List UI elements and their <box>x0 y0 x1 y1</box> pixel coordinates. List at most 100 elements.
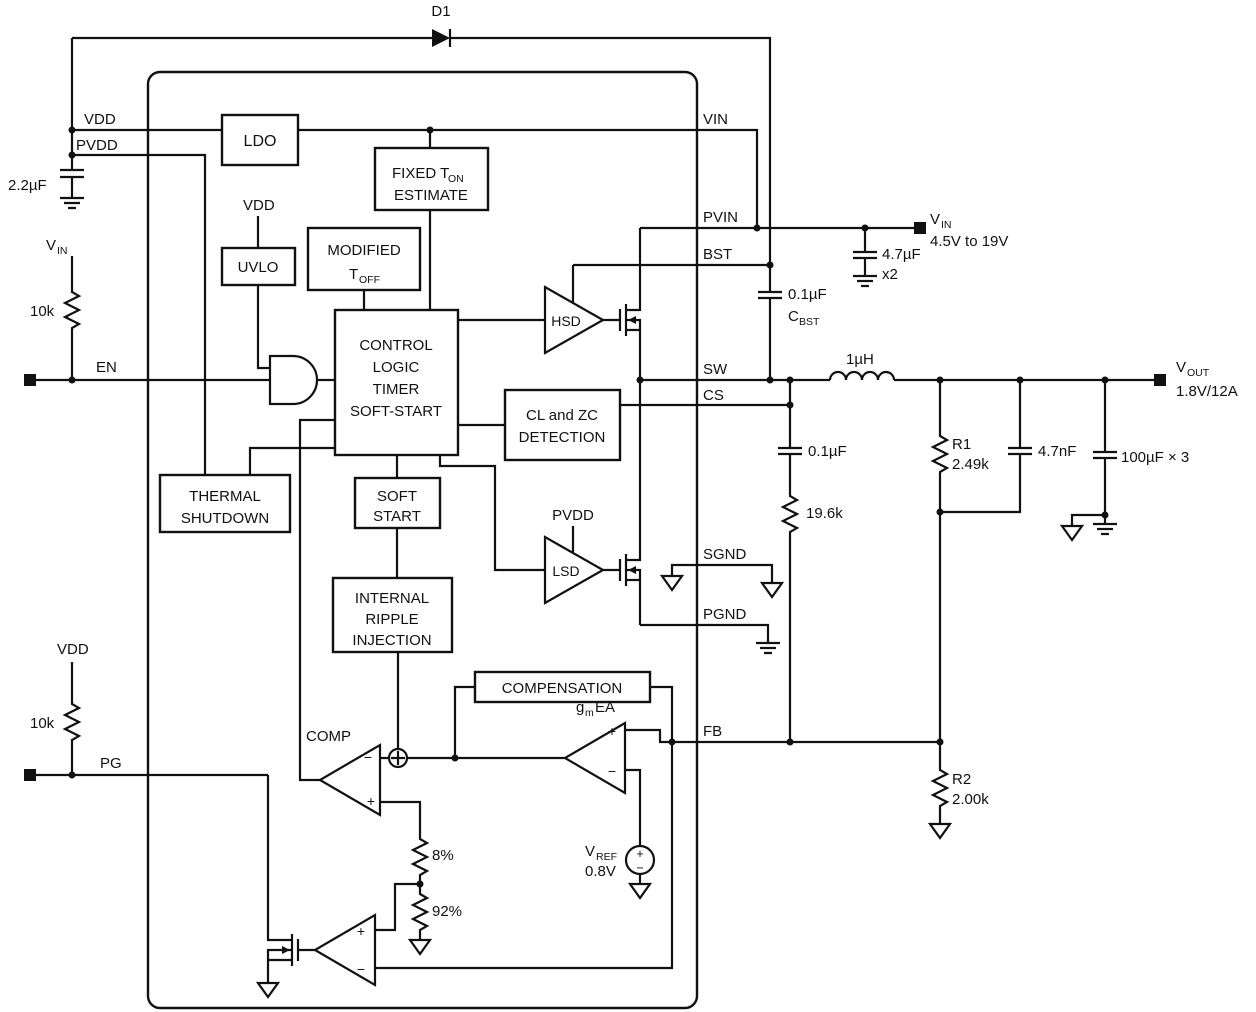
block-soft-start <box>353 476 442 530</box>
pg-comparator <box>312 913 377 987</box>
clzc-line1: CL and ZC <box>526 407 598 424</box>
vref-source <box>624 844 656 876</box>
vout-sub: OUT <box>1187 367 1210 379</box>
cbst-sub: BST <box>799 316 820 328</box>
resistor-92pct <box>410 890 430 934</box>
resistor-10k-bottom <box>62 700 82 744</box>
ground-vout <box>1059 524 1085 542</box>
block-ripple-injection <box>331 576 454 654</box>
resistor-8pct <box>410 835 430 879</box>
ground-2u2 <box>60 196 84 210</box>
ripple-line3: INJECTION <box>352 632 431 649</box>
vref-value: 0.8V <box>585 863 616 880</box>
en-pad <box>24 374 36 386</box>
block-uvlo <box>220 246 297 287</box>
pvdd-rail-label: PVDD <box>76 137 118 154</box>
gm-plus-sign: + <box>608 723 616 739</box>
cbst-value-label: 0.1µF <box>788 286 827 303</box>
hsd-driver <box>543 285 606 355</box>
ground-cout <box>1093 522 1117 536</box>
capacitor-01uf <box>778 446 802 456</box>
compensation-label: COMPENSATION <box>502 680 623 697</box>
pg-pad <box>24 769 36 781</box>
soft-line2: START <box>373 508 421 525</box>
ground-4u7 <box>853 274 877 288</box>
pgcmp-minus-sign: − <box>357 961 365 977</box>
and-gate <box>268 354 319 406</box>
vin-ext-label: V <box>930 211 940 228</box>
r1-label: R1 <box>952 436 971 453</box>
ground-r2 <box>927 822 953 840</box>
pct92-label: 92% <box>432 903 462 920</box>
diode-d1 <box>432 29 452 47</box>
c4u7-qty-label: x2 <box>882 266 898 283</box>
r19k6-label: 19.6k <box>806 505 843 522</box>
capacitor-cout <box>1093 450 1117 460</box>
c4u7-label: 4.7µF <box>882 246 921 263</box>
gm-label-g: g <box>576 699 584 716</box>
ground-pg-fet <box>255 981 281 999</box>
gm-label-ea: EA <box>595 699 615 716</box>
block-cl-zc-detection <box>503 388 622 462</box>
fixed-ton-sub: ON <box>448 173 464 185</box>
uvlo-label: UVLO <box>238 259 279 276</box>
toff-sub: OFF <box>359 274 380 286</box>
ripple-line2: RIPPLE <box>365 611 418 628</box>
c01-label: 0.1µF <box>808 443 847 460</box>
cap-2u2-label: 2.2µF <box>8 177 47 194</box>
hsd-label: HSD <box>551 313 581 329</box>
vref-label: V <box>585 843 595 860</box>
thermal-line1: THERMAL <box>189 488 261 505</box>
vref-minus-sign: − <box>636 861 643 875</box>
block-ldo <box>220 113 300 167</box>
summing-node <box>387 747 409 769</box>
capacitor-cbst <box>758 290 782 300</box>
vdd-rail-label: VDD <box>84 111 116 128</box>
ripple-line1: INTERNAL <box>355 590 429 607</box>
block-compensation <box>473 670 652 704</box>
pg-mosfet <box>282 934 300 966</box>
ctrl-line1: CONTROL <box>359 337 432 354</box>
junction-dots <box>68 126 1109 888</box>
pin-vin: VIN <box>703 111 728 128</box>
pg-label: PG <box>100 755 122 772</box>
vout-label: V <box>1176 359 1186 376</box>
en-label: EN <box>96 359 117 376</box>
pvdd-lsd-label: PVDD <box>552 507 594 524</box>
ground-pgnd <box>756 641 780 655</box>
ground-divider <box>407 938 433 956</box>
lsd-label: LSD <box>552 563 579 579</box>
block-thermal-shutdown <box>158 473 292 534</box>
ground-sgnd-external <box>759 581 785 599</box>
ground-sgnd-internal <box>659 574 685 592</box>
toff-line1: MODIFIED <box>327 242 400 259</box>
vin-left-label: V <box>46 237 56 254</box>
vin-range-label: 4.5V to 19V <box>930 233 1008 250</box>
ctrl-line2: LOGIC <box>373 359 420 376</box>
cbst-label: C <box>788 308 799 325</box>
capacitor-2u2 <box>60 168 84 179</box>
vref-sub: REF <box>596 851 617 863</box>
r10k-top-label: 10k <box>30 303 55 320</box>
comp-label: COMP <box>306 728 351 745</box>
inductor-label: 1µH <box>846 351 874 368</box>
pct8-label: 8% <box>432 847 454 864</box>
cout-label: 100µF × 3 <box>1121 449 1189 466</box>
r1-value: 2.49k <box>952 456 989 473</box>
ctrl-line3: TIMER <box>373 381 420 398</box>
pin-pvin: PVIN <box>703 209 738 226</box>
resistor-r1 <box>930 432 950 476</box>
vdd-pg-label: VDD <box>57 641 89 658</box>
ic-outline <box>146 70 699 1010</box>
soft-line1: SOFT <box>377 488 417 505</box>
comp-plus-sign: + <box>367 793 375 809</box>
pin-fb: FB <box>703 723 722 740</box>
r2-value: 2.00k <box>952 791 989 808</box>
pin-pgnd: PGND <box>703 606 747 623</box>
pin-sw: SW <box>703 361 728 378</box>
ctrl-line4: SOFT-START <box>350 403 442 420</box>
pin-cs: CS <box>703 387 724 404</box>
vin-left-sub: IN <box>57 245 68 257</box>
capacitor-4n7 <box>1008 446 1032 456</box>
